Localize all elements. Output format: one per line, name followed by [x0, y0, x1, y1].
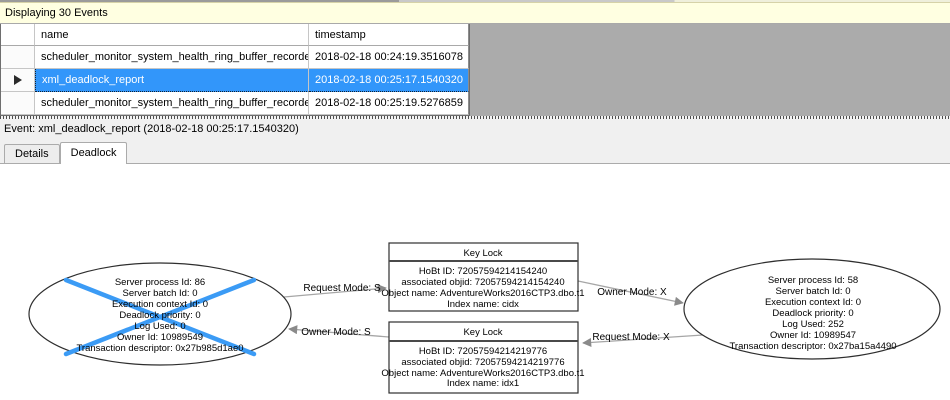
table-row[interactable]: scheduler_monitor_system_health_ring_buf…: [1, 46, 469, 69]
top-border-strip: [0, 0, 950, 2]
edge-request-s: [283, 284, 387, 298]
lock-attr: Index name: cidx: [447, 299, 519, 310]
row-selector[interactable]: [1, 69, 35, 92]
process-attr: Deadlock priority: 0: [772, 308, 853, 319]
process-attr: Execution context Id: 0: [112, 299, 208, 310]
selected-event-bar: Event: xml_deadlock_report (2018-02-18 0…: [0, 119, 950, 140]
edge-label-request-x: Request Mode: X: [592, 332, 670, 343]
deadlock-graph: Server process Id: 86 Server batch Id: 0…: [28, 242, 941, 394]
process-attr: Server process Id: 86: [115, 277, 205, 288]
process-attr: Owner Id: 10989549: [117, 332, 203, 343]
process-attr: Execution context Id: 0: [765, 297, 861, 308]
lock-attr: associated objid: 72057594214154240: [401, 277, 564, 288]
process-attr: Server process Id: 58: [768, 275, 858, 286]
process-attr: Server batch Id: 0: [123, 288, 198, 299]
lock-title: Key Lock: [463, 327, 502, 338]
event-name-cell[interactable]: scheduler_monitor_system_health_ring_buf…: [35, 92, 309, 115]
row-selector-header: [1, 24, 35, 46]
event-name-cell[interactable]: scheduler_monitor_system_health_ring_buf…: [35, 46, 309, 69]
detail-tabs: Details Deadlock: [0, 140, 950, 164]
lock-title: Key Lock: [463, 248, 502, 259]
events-grid-area: name timestamp scheduler_monitor_system_…: [0, 24, 950, 116]
process-attr: Server batch Id: 0: [776, 286, 851, 297]
lock-attr: Object name: AdventureWorks2016CTP3.dbo.…: [381, 368, 584, 379]
tab-details[interactable]: Details: [4, 144, 60, 163]
column-header-timestamp[interactable]: timestamp: [309, 24, 469, 46]
edge-label-owner-x: Owner Mode: X: [597, 287, 667, 298]
splitter-handle[interactable]: [0, 116, 950, 119]
edge-label-owner-s: Owner Mode: S: [301, 327, 371, 338]
edge-label-request-s: Request Mode: S: [303, 283, 381, 294]
edge-owner-x: [577, 280, 684, 306]
edge-owner-s: [288, 325, 390, 338]
event-timestamp-cell[interactable]: 2018-02-18 00:24:19.3516078: [309, 46, 469, 69]
key-lock-node[interactable]: Key Lock HoBt ID: 72057594214219776 asso…: [381, 321, 585, 394]
victim-x-icon: [63, 277, 257, 357]
current-row-arrow-icon: [13, 75, 22, 85]
event-timestamp-cell[interactable]: 2018-02-18 00:25:19.5276859: [309, 92, 469, 115]
process-attr: Owner Id: 10989547: [770, 330, 856, 341]
deadlock-graph-pane: Server process Id: 86 Server batch Id: 0…: [0, 163, 950, 400]
lock-attr: HoBt ID: 72057594214219776: [419, 346, 547, 357]
process-attr: Deadlock priority: 0: [119, 310, 200, 321]
lock-attr: Object name: AdventureWorks2016CTP3.dbo.…: [381, 288, 584, 299]
process-attr: Log Used: 0: [134, 321, 185, 332]
edge-request-x: [582, 334, 704, 347]
column-header-name[interactable]: name: [35, 24, 309, 46]
table-row-selected[interactable]: xml_deadlock_report 2018-02-18 00:25:17.…: [1, 69, 469, 92]
event-name-cell[interactable]: xml_deadlock_report: [35, 69, 309, 92]
row-selector[interactable]: [1, 92, 35, 115]
process-attr: Log Used: 252: [782, 319, 844, 330]
deadlock-edges: [283, 280, 704, 347]
process-attr: Transaction descriptor: 0x27ba15a4490: [729, 341, 896, 352]
row-selector[interactable]: [1, 46, 35, 69]
lock-attr: Index name: idx1: [447, 378, 519, 389]
key-lock-node[interactable]: Key Lock HoBt ID: 72057594214154240 asso…: [381, 242, 585, 312]
tab-deadlock[interactable]: Deadlock: [59, 142, 128, 164]
victim-process-node[interactable]: Server process Id: 86 Server batch Id: 0…: [28, 262, 292, 366]
table-row[interactable]: scheduler_monitor_system_health_ring_buf…: [1, 92, 469, 115]
events-count-bar: Displaying 30 Events: [0, 2, 950, 24]
lock-attr: associated objid: 72057594214219776: [401, 357, 564, 368]
selected-event-label: Event: xml_deadlock_report (2018-02-18 0…: [4, 123, 299, 135]
events-count-label: Displaying 30 Events: [5, 7, 108, 19]
grid-header-row: name timestamp: [1, 24, 469, 46]
lock-attr: HoBt ID: 72057594214154240: [419, 266, 547, 277]
process-node[interactable]: Server process Id: 58 Server batch Id: 0…: [683, 258, 941, 360]
event-timestamp-cell[interactable]: 2018-02-18 00:25:17.1540320: [309, 69, 469, 92]
process-attr: Transaction descriptor: 0x27b985d1ae0: [76, 343, 243, 354]
events-grid: name timestamp scheduler_monitor_system_…: [0, 24, 470, 116]
